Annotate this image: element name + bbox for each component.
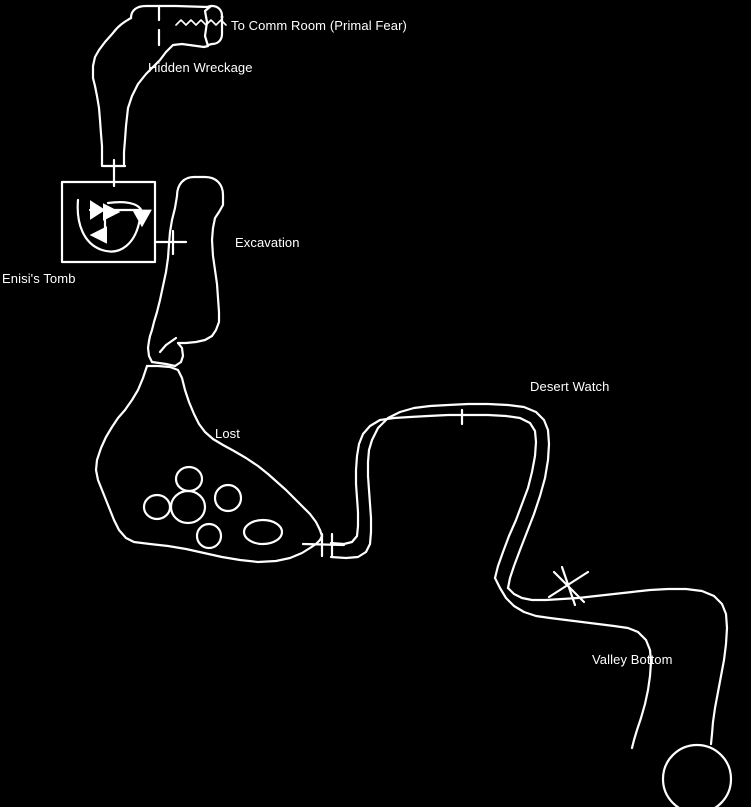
lost-pit-3: [169, 489, 207, 525]
lost-pit-4: [213, 483, 243, 513]
label-valley-bottom: Valley Bottom: [592, 652, 673, 667]
label-excavation: Excavation: [235, 235, 300, 250]
label-enisis-tomb: Enisi's Tomb: [2, 271, 76, 286]
lost-pit-2: [142, 493, 172, 521]
lost-pit-6: [242, 518, 284, 546]
label-hidden-wreckage: Hidden Wreckage: [148, 60, 253, 75]
label-lost: Lost: [215, 426, 240, 441]
area-desert-watch[interactable]: [329, 402, 551, 590]
area-excavation[interactable]: [147, 175, 225, 345]
comm-room-exit-squiggle[interactable]: [175, 15, 227, 26]
lost-pit-5: [195, 522, 223, 550]
door-marker-lost-to-desert: [301, 532, 346, 558]
door-marker-desert-to-valley: [547, 565, 590, 607]
area-enisis-tomb[interactable]: [60, 180, 157, 264]
label-desert-watch: Desert Watch: [530, 379, 610, 394]
valley-bottom-chamber: [661, 743, 733, 807]
passage-excavation-to-lost[interactable]: [146, 336, 185, 368]
label-to-comm-room: To Comm Room (Primal Fear): [231, 18, 407, 33]
area-lost[interactable]: [94, 364, 324, 564]
area-valley-bottom[interactable]: [493, 576, 733, 807]
area-hidden-wreckage[interactable]: [91, 4, 224, 168]
door-marker-tomb-to-excavation: [153, 229, 188, 256]
lost-pit-1: [174, 465, 204, 493]
